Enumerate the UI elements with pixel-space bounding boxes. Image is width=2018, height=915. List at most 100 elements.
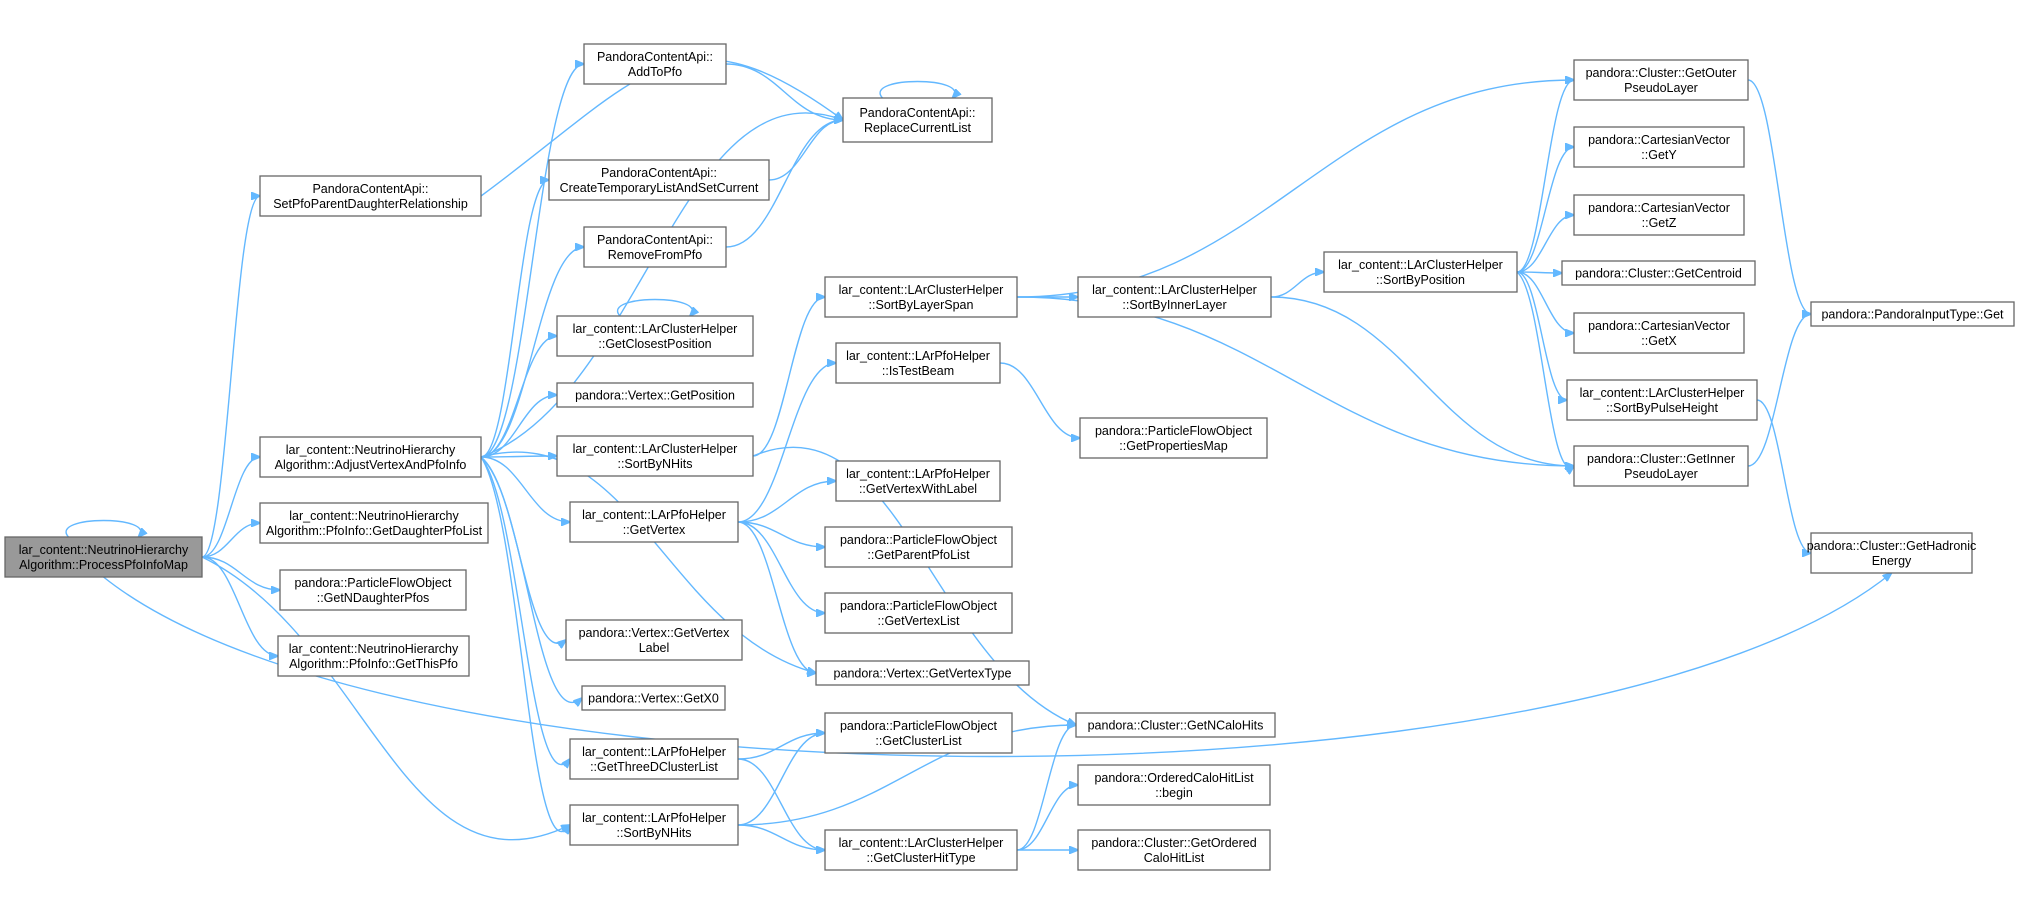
node-box[interactable] [1079,417,1268,459]
node-box[interactable] [4,536,203,578]
node-label-line: pandora::CartesianVector [1588,319,1730,333]
node-box[interactable] [556,435,754,477]
node-vertexgetposition[interactable]: pandora::Vertex::GetPosition [556,382,754,408]
node-box[interactable] [835,342,1001,384]
node-box[interactable] [824,829,1018,871]
node-box[interactable] [565,619,743,661]
node-getvertexwithlabel[interactable]: lar_content::LArPfoHelper::GetVertexWith… [835,460,1001,502]
node-label-line: pandora::Cluster::GetNCaloHits [1088,719,1264,733]
node-box[interactable] [1810,532,1973,574]
node-label-line: RemoveFromPfo [608,248,703,262]
node-box[interactable] [1573,312,1745,354]
node-box[interactable] [824,526,1013,568]
edge-getvertex-to-getvertexlist [737,521,825,613]
node-getclosestposition[interactable]: lar_content::LArClusterHelper::GetCloses… [556,315,754,357]
node-getx0[interactable]: pandora::Vertex::GetX0 [581,685,726,711]
node-box[interactable] [583,43,727,85]
node-box[interactable] [815,660,1030,686]
node-getthreedclusterlist[interactable]: lar_content::LArPfoHelper::GetThreeDClus… [569,738,739,780]
node-getclusterhittype[interactable]: lar_content::LArClusterHelper::GetCluste… [824,829,1018,871]
node-box[interactable] [835,460,1001,502]
node-orderedbegin[interactable]: pandora::OrderedCaloHitList::begin [1077,764,1271,806]
node-box[interactable] [1075,712,1276,738]
node-getthispfo[interactable]: lar_content::NeutrinoHierarchyAlgorithm:… [277,635,470,677]
node-gety[interactable]: pandora::CartesianVector::GetY [1573,126,1745,168]
node-istestbeam[interactable]: lar_content::LArPfoHelper::IsTestBeam [835,342,1001,384]
node-box[interactable] [581,685,726,711]
node-getvertex[interactable]: lar_content::LArPfoHelper::GetVertex [569,501,739,543]
edge-getvertex-to-getparentpfolist [737,521,825,547]
node-box[interactable] [1077,829,1271,871]
node-removefrompfo[interactable]: PandoraContentApi::RemoveFromPfo [583,226,727,268]
node-root[interactable]: lar_content::NeutrinoHierarchyAlgorithm:… [4,536,203,578]
node-sortbynhits_ch[interactable]: lar_content::LArClusterHelper::SortByNHi… [556,435,754,477]
node-setparent[interactable]: PandoraContentApi::SetPfoParentDaughterR… [259,175,482,217]
node-adjust[interactable]: lar_content::NeutrinoHierarchyAlgorithm:… [259,436,482,478]
node-box[interactable] [1561,260,1756,286]
node-sortbynhits_pfo[interactable]: lar_content::LArPfoHelper::SortByNHits [569,804,739,846]
node-sortbylayerspan[interactable]: lar_content::LArClusterHelper::SortByLay… [824,276,1018,318]
node-getparentpfolist[interactable]: pandora::ParticleFlowObject::GetParentPf… [824,526,1013,568]
node-label-line: ::GetVertexList [878,614,961,628]
node-box[interactable] [1566,379,1758,421]
node-getx[interactable]: pandora::CartesianVector::GetX [1573,312,1745,354]
node-sortbyinnerlayer[interactable]: lar_content::LArClusterHelper::SortByInn… [1077,276,1272,318]
node-getdaughterpfolist[interactable]: lar_content::NeutrinoHierarchyAlgorithm:… [259,502,489,544]
node-box[interactable] [259,502,489,544]
node-getclusterlist[interactable]: pandora::ParticleFlowObject::GetClusterL… [824,712,1013,754]
node-box[interactable] [259,175,482,217]
node-sortbyposition[interactable]: lar_content::LArClusterHelper::SortByPos… [1323,251,1518,293]
node-box[interactable] [569,804,739,846]
edge-self-loop-getclosestposition [616,298,693,317]
node-box[interactable] [548,159,770,201]
node-label-line: ::GetX [1641,334,1677,348]
node-replacecurrentlist[interactable]: PandoraContentApi::ReplaceCurrentList [842,97,993,143]
node-box[interactable] [1077,276,1272,318]
node-label-line: pandora::Cluster::GetCentroid [1575,267,1742,281]
edge-adjust-to-getthreedclusterlist [480,456,570,765]
node-getncalohits[interactable]: pandora::Cluster::GetNCaloHits [1075,712,1276,738]
edge-adjust-to-createtemp [480,180,549,458]
node-box[interactable] [1323,251,1518,293]
node-sortbypulseheight[interactable]: lar_content::LArClusterHelper::SortByPul… [1566,379,1758,421]
node-box[interactable] [259,436,482,478]
node-inputtypeget[interactable]: pandora::PandoraInputType::Get [1810,301,2015,327]
node-box[interactable] [556,382,754,408]
node-getvertexlist[interactable]: pandora::ParticleFlowObject::GetVertexLi… [824,592,1013,634]
node-box[interactable] [279,569,467,611]
edge-adjust-to-sortbynhits_pfo [480,456,570,832]
node-getcentroid[interactable]: pandora::Cluster::GetCentroid [1561,260,1756,286]
node-addtopfo[interactable]: PandoraContentApi::AddToPfo [583,43,727,85]
node-getvertextype[interactable]: pandora::Vertex::GetVertexType [815,660,1030,686]
node-label-line: lar_content::LArClusterHelper [839,283,1004,297]
node-box[interactable] [556,315,754,357]
node-box[interactable] [1573,59,1749,101]
edge-sortbyposition-to-sortbypulseheight [1516,271,1567,400]
node-box[interactable] [1573,445,1749,487]
node-box[interactable] [583,226,727,268]
node-getz[interactable]: pandora::CartesianVector::GetZ [1573,194,1745,236]
node-box[interactable] [569,738,739,780]
node-getndaughterpfos[interactable]: pandora::ParticleFlowObject::GetNDaughte… [279,569,467,611]
node-label-line: lar_content::LArPfoHelper [582,508,726,522]
edge-sortbyposition-to-gety [1516,147,1574,273]
node-box[interactable] [569,501,739,543]
node-label-line: pandora::Vertex::GetVertexType [834,667,1012,681]
node-box[interactable] [824,712,1013,754]
node-box[interactable] [842,97,993,143]
node-box[interactable] [1810,301,2015,327]
node-box[interactable] [824,276,1018,318]
node-box[interactable] [1573,194,1745,236]
node-createtemp[interactable]: PandoraContentApi::CreateTemporaryListAn… [548,159,770,201]
node-box[interactable] [1077,764,1271,806]
node-label-line: pandora::ParticleFlowObject [840,719,998,733]
node-getpropertiesmap[interactable]: pandora::ParticleFlowObject::GetProperti… [1079,417,1268,459]
node-box[interactable] [277,635,470,677]
node-box[interactable] [1573,126,1745,168]
node-box[interactable] [824,592,1013,634]
